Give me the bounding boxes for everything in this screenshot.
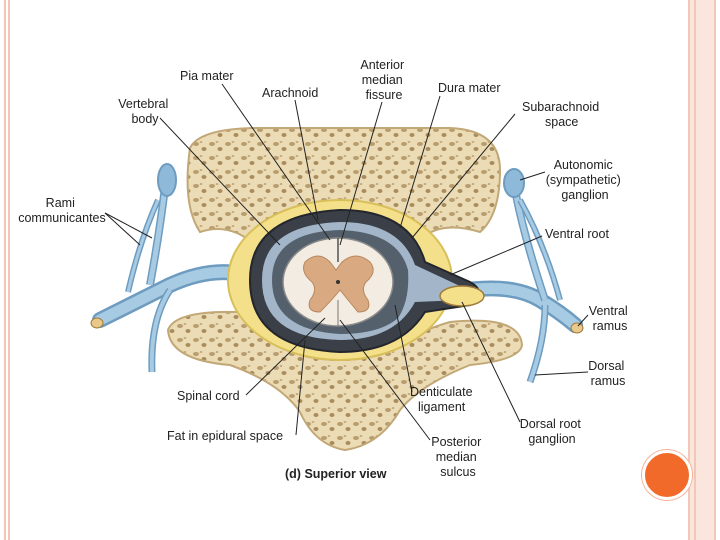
accent-dot [642, 450, 692, 500]
left-border-line [4, 0, 6, 540]
leader-lines [104, 83, 589, 441]
dorsal-root-ganglion [439, 285, 485, 307]
label-posterior-median-sulcus: Posterior median sulcus [431, 435, 485, 479]
figure-caption: (d) Superior view [285, 467, 387, 481]
right-border-line [714, 0, 716, 540]
label-vertebral-body: Vertebral body [118, 97, 172, 126]
label-denticulate-ligament: Denticulate ligament [410, 385, 476, 414]
label-anterior-median-fissure: Anterior median fissure [360, 58, 407, 102]
label-rami-communicantes: Rami communicantes [18, 196, 106, 225]
label-fat-epidural-space: Fat in epidural space [167, 429, 283, 443]
label-ventral-root: Ventral root [545, 227, 609, 241]
label-dura-mater: Dura mater [438, 81, 501, 95]
label-ventral-ramus: Ventral ramus [589, 304, 631, 333]
label-dorsal-ramus: Dorsal ramus [588, 359, 628, 388]
label-spinal-cord: Spinal cord [177, 389, 240, 403]
right-border-line [694, 0, 696, 540]
left-border-line [8, 0, 10, 540]
label-dorsal-root-ganglion: Dorsal root ganglion [520, 417, 585, 446]
label-autonomic-ganglion: Autonomic (sympathetic) ganglion [546, 158, 625, 202]
label-arachnoid: Arachnoid [262, 86, 318, 100]
spinal-cord [282, 237, 394, 327]
labels: Pia mater Arachnoid Anterior median fiss… [18, 58, 631, 481]
right-border-line [688, 0, 690, 540]
label-subarachnoid-space: Subarachnoid space [522, 100, 603, 129]
label-pia-mater: Pia mater [180, 69, 234, 83]
